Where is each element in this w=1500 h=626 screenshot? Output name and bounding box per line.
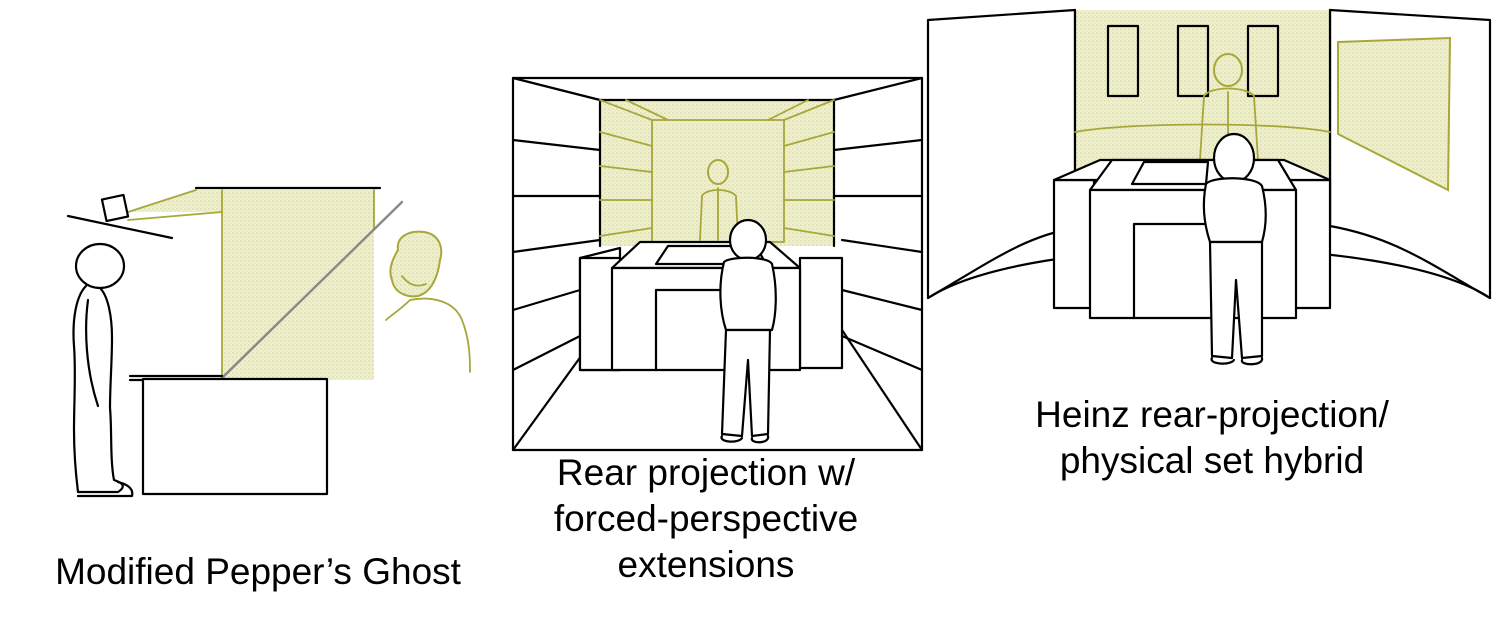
side-screen: [1337, 36, 1452, 192]
window-middle: [1176, 24, 1210, 98]
window-left: [1106, 24, 1140, 98]
peppers-ghost-illustration: [66, 186, 471, 498]
caption-line: physical set hybrid: [1059, 440, 1365, 481]
viewer-figure: [72, 242, 134, 498]
pedestal-box: [141, 377, 329, 496]
caption-line: Modified Pepper’s Ghost: [55, 551, 461, 592]
ghost-figure: [385, 230, 471, 373]
caption-line: forced-perspective: [553, 498, 859, 539]
viewer-figure: [1202, 132, 1267, 366]
heinz-hybrid-illustration: [926, 8, 1492, 366]
caption-line: Rear projection w/: [556, 452, 856, 493]
caption-line: extensions: [617, 544, 795, 585]
caption-line: Heinz rear-projection/: [1035, 394, 1389, 435]
outer-frame: [511, 76, 924, 452]
projected-rays: [599, 99, 835, 243]
desk-set: [578, 240, 844, 372]
right-wall-stripes: [832, 138, 924, 372]
projected-figure: [699, 159, 739, 241]
rear-projection-illustration: [511, 76, 924, 452]
projected-image-area: [222, 190, 374, 380]
caption-rear-projection: Rear projection w/ forced-perspective ex…: [520, 450, 892, 588]
left-wall-stripes: [511, 138, 602, 372]
projector-icon: [100, 193, 130, 223]
caption-heinz-hybrid: Heinz rear-projection/ physical set hybr…: [1000, 392, 1424, 484]
caption-peppers-ghost: Modified Pepper’s Ghost: [28, 549, 488, 595]
ceiling-mount: [66, 214, 174, 240]
projected-figure: [1199, 53, 1259, 161]
viewer-figure: [719, 218, 777, 444]
angled-glass: [220, 200, 404, 380]
desk-set: [1052, 158, 1332, 320]
window-right: [1246, 24, 1280, 98]
